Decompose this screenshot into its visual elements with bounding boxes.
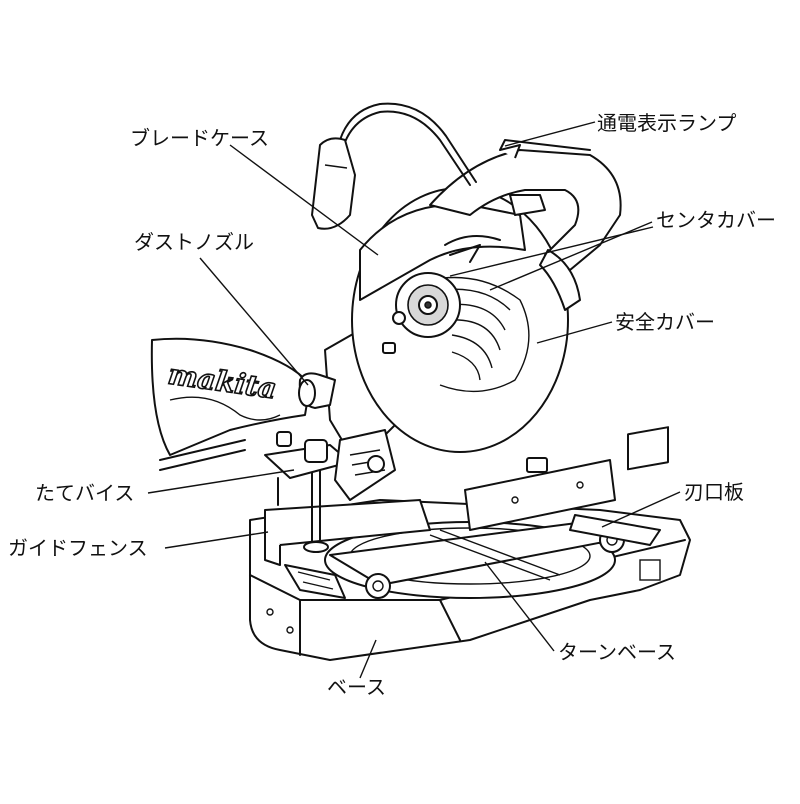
leader-turn-base	[484, 561, 555, 652]
label-turn-base: ターンベース	[558, 640, 676, 664]
guide-fence	[264, 457, 616, 566]
blade-cover	[351, 187, 569, 453]
label-base: ベース	[327, 675, 386, 699]
arm-lever	[382, 342, 396, 354]
kerf-board	[569, 514, 661, 546]
motor-handle	[429, 139, 622, 311]
label-blade-case: ブレードケース	[130, 126, 269, 150]
leader-blade-case	[229, 144, 379, 256]
leader-power-lamp	[504, 121, 596, 147]
leader-center-cover-2	[449, 226, 654, 277]
leader-kerf-board	[601, 491, 681, 528]
label-vertical-vise: たてバイス	[35, 481, 135, 505]
turn-base	[284, 519, 641, 599]
leader-lines	[147, 121, 681, 679]
dust-bag: makita	[150, 337, 311, 471]
leader-safety-cover	[536, 321, 613, 344]
label-power-lamp: 通電表示ランプ	[597, 111, 737, 135]
leader-vertical-vise	[147, 469, 295, 494]
label-dust-nozzle: ダストノズル	[134, 230, 254, 254]
label-kerf-board: 刃口板	[684, 480, 744, 504]
leader-dust-nozzle	[199, 257, 309, 386]
dust-nozzle	[298, 372, 336, 409]
label-guide-fence: ガイドフェンス	[8, 536, 148, 560]
label-center-cover: センタカバー	[656, 208, 776, 232]
vertical-vise	[264, 431, 351, 553]
power-cord	[311, 102, 477, 230]
label-safety-cover: 安全カバー	[615, 310, 715, 334]
leader-guide-fence	[164, 531, 269, 549]
arm-knob	[392, 311, 406, 325]
leader-base	[359, 639, 377, 679]
